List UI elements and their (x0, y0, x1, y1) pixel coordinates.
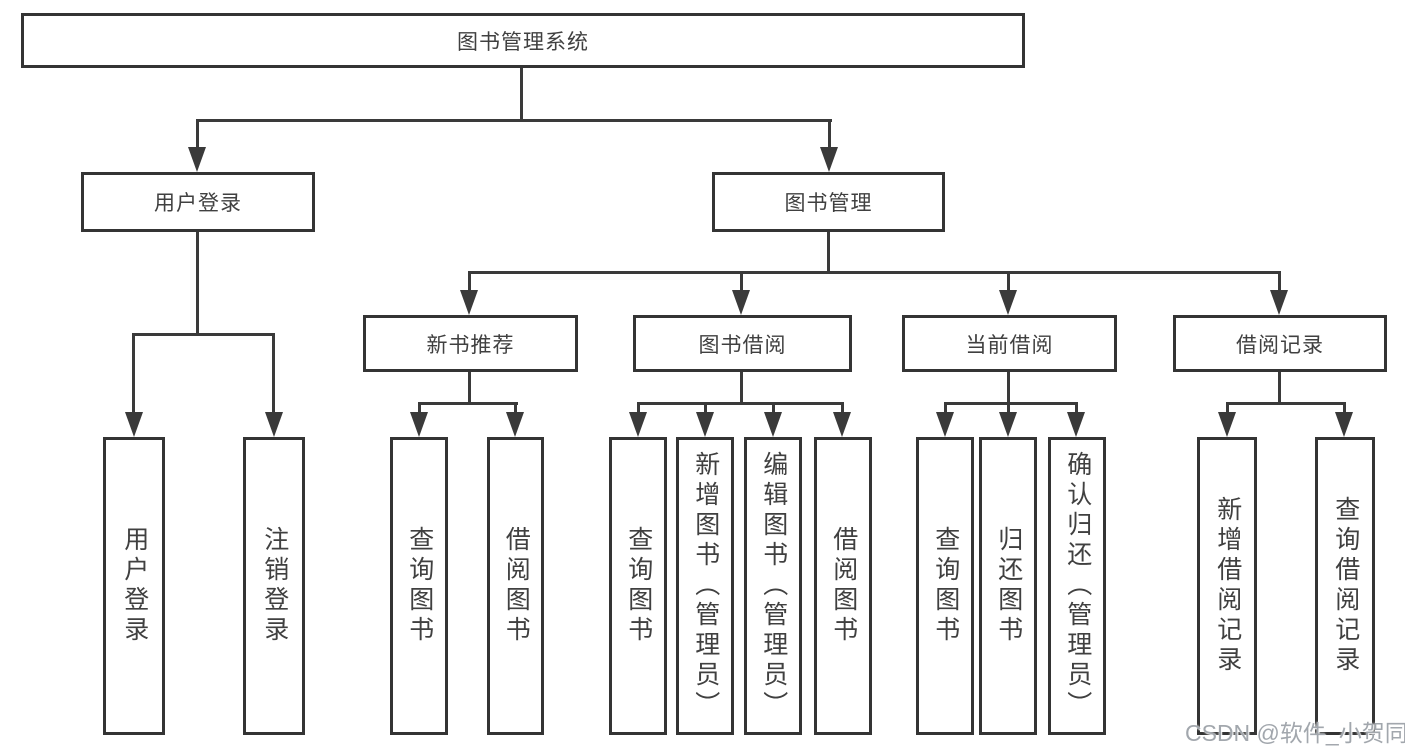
connector-line (637, 402, 844, 405)
leaf-logout-label: 注销登录 (260, 526, 289, 646)
connector-line (841, 402, 844, 416)
arrow-down-icon (999, 412, 1017, 437)
leaf-add-borrow-record-label: 新增借阅记录 (1213, 496, 1242, 676)
leaf-borrow-books-1: 借阅图书 (487, 437, 544, 735)
leaf-query-books-2-label: 查询图书 (624, 526, 653, 646)
leaf-query-books-3-label: 查询图书 (931, 526, 960, 646)
arrow-down-icon (1335, 412, 1353, 437)
arrow-down-icon (764, 412, 782, 437)
connector-line (704, 402, 707, 416)
node-borrow-records-label: 借阅记录 (1236, 333, 1324, 357)
connector-line (196, 119, 832, 122)
arrow-down-icon (1067, 412, 1085, 437)
arrow-down-icon (125, 412, 143, 437)
arrow-down-icon (188, 147, 206, 172)
node-user-login: 用户登录 (81, 172, 315, 232)
leaf-query-books-2: 查询图书 (609, 437, 667, 735)
node-new-book-recommend-label: 新书推荐 (426, 333, 515, 357)
connector-line (418, 402, 421, 416)
leaf-edit-book-admin-label: 编辑图书（管理员） (759, 451, 788, 721)
connector-line (827, 232, 830, 274)
connector-line (828, 119, 831, 151)
leaf-confirm-return-admin-label: 确认归还（管理员） (1063, 451, 1092, 721)
leaf-user-login-label: 用户登录 (120, 526, 149, 646)
node-root-label: 图书管理系统 (457, 30, 589, 54)
connector-line (1007, 372, 1010, 405)
node-current-borrow-label: 当前借阅 (965, 333, 1054, 357)
connector-line (468, 271, 471, 293)
node-new-book-recommend: 新书推荐 (363, 315, 578, 372)
node-book-borrow-label: 图书借阅 (698, 333, 787, 357)
connector-line (1007, 402, 1010, 416)
leaf-query-books-1: 查询图书 (390, 437, 448, 735)
arrow-down-icon (732, 290, 750, 315)
arrow-down-icon (460, 290, 478, 315)
leaf-add-book-admin-label: 新增图书（管理员） (691, 451, 720, 721)
leaf-borrow-books-1-label: 借阅图书 (502, 526, 531, 646)
node-borrow-records: 借阅记录 (1173, 315, 1387, 372)
connector-line (132, 333, 275, 336)
arrow-down-icon (506, 412, 524, 437)
connector-line (1007, 271, 1010, 293)
leaf-edit-book-admin: 编辑图书（管理员） (744, 437, 802, 735)
leaf-add-borrow-record: 新增借阅记录 (1197, 437, 1257, 735)
leaf-confirm-return-admin: 确认归还（管理员） (1048, 437, 1106, 735)
arrow-down-icon (696, 412, 714, 437)
connector-line (1075, 402, 1078, 416)
leaf-query-borrow-record-label: 查询借阅记录 (1331, 496, 1360, 676)
arrow-down-icon (999, 290, 1017, 315)
node-current-borrow: 当前借阅 (902, 315, 1117, 372)
connector-line (1343, 402, 1346, 416)
leaf-return-books-label: 归还图书 (994, 526, 1023, 646)
connector-line (740, 271, 743, 293)
connector-line (196, 119, 199, 151)
leaf-borrow-books-2: 借阅图书 (814, 437, 872, 735)
connector-line (514, 402, 517, 416)
leaf-borrow-books-2-label: 借阅图书 (829, 526, 858, 646)
connector-line (740, 372, 743, 405)
connector-line (272, 333, 275, 417)
node-book-management: 图书管理 (712, 172, 945, 232)
node-user-login-label: 用户登录 (154, 192, 242, 215)
connector-line (1226, 402, 1346, 405)
leaf-query-books-1-label: 查询图书 (405, 526, 434, 646)
leaf-query-borrow-record: 查询借阅记录 (1315, 437, 1375, 735)
connector-line (1278, 271, 1281, 293)
node-root: 图书管理系统 (21, 13, 1025, 68)
connector-line (418, 402, 518, 405)
arrow-down-icon (265, 412, 283, 437)
connector-line (520, 68, 523, 121)
leaf-add-book-admin: 新增图书（管理员） (676, 437, 734, 735)
arrow-down-icon (1270, 290, 1288, 315)
connector-line (1226, 402, 1229, 416)
arrow-down-icon (1218, 412, 1236, 437)
connector-line (196, 232, 199, 336)
node-book-borrow: 图书借阅 (633, 315, 852, 372)
connector-line (468, 271, 1281, 274)
node-book-management-label: 图书管理 (784, 192, 873, 215)
connector-line (944, 402, 1078, 405)
arrow-down-icon (629, 412, 647, 437)
leaf-user-login: 用户登录 (103, 437, 165, 735)
leaf-return-books: 归还图书 (979, 437, 1037, 735)
connector-line (944, 402, 947, 416)
connector-line (772, 402, 775, 416)
connector-line (468, 372, 471, 405)
connector-line (637, 402, 640, 416)
leaf-query-books-3: 查询图书 (916, 437, 974, 735)
connector-line (1278, 372, 1281, 405)
connector-line (132, 333, 135, 417)
leaf-logout: 注销登录 (243, 437, 305, 735)
arrow-down-icon (833, 412, 851, 437)
arrow-down-icon (820, 147, 838, 172)
csdn-watermark: CSDN @软件_小贺同学 (1185, 720, 1405, 746)
arrow-down-icon (410, 412, 428, 437)
arrow-down-icon (936, 412, 954, 437)
